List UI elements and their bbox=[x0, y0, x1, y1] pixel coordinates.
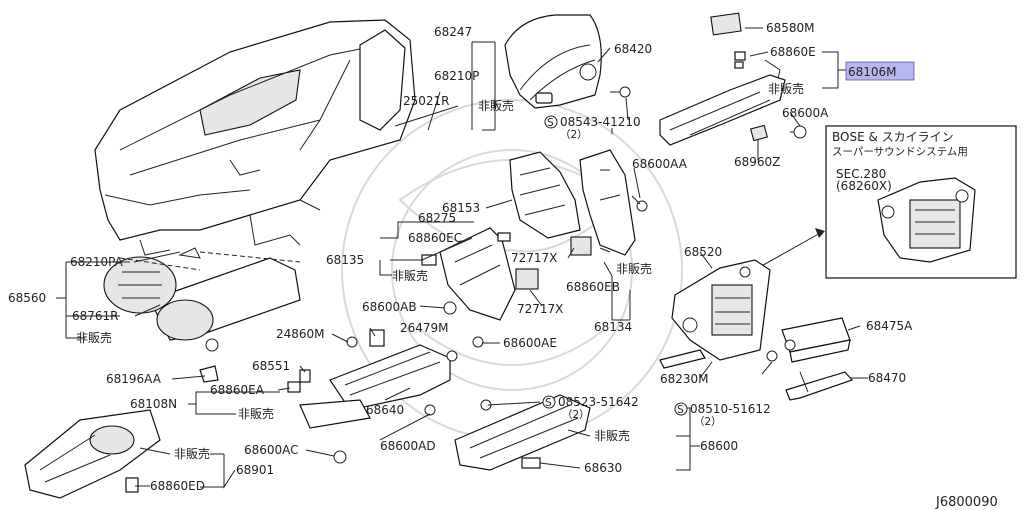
label-68551: 68551 bbox=[252, 359, 290, 373]
label-68600AB: 68600AB bbox=[362, 300, 417, 314]
label-68106M[interactable]: 68106M bbox=[848, 65, 897, 79]
center-cluster-illustration bbox=[421, 149, 648, 321]
s-glyph: S bbox=[547, 117, 554, 129]
label-68134: 68134 bbox=[594, 320, 632, 334]
label-68230M: 68230M bbox=[660, 372, 709, 386]
air-duct-68560-illustration bbox=[103, 247, 301, 383]
pocket-68475A-illustration bbox=[781, 317, 854, 401]
label-72717X-a: 72717X bbox=[511, 251, 557, 265]
label-68475A: 68475A bbox=[866, 319, 913, 333]
label-68600A: 68600A bbox=[782, 106, 829, 120]
label-68630: 68630 bbox=[584, 461, 622, 475]
label-68860EA: 68860EA bbox=[210, 383, 265, 397]
label-68960Z: 68960Z bbox=[734, 155, 780, 169]
label-68260X: (68260X) bbox=[836, 179, 892, 193]
label-nfs-68134: 非販売 bbox=[616, 261, 652, 276]
label-nfs-68860E: 非販売 bbox=[768, 81, 804, 96]
label-68135: 68135 bbox=[326, 253, 364, 267]
meter-hood-illustration bbox=[504, 14, 631, 109]
label-68210PA: 68210PA bbox=[70, 255, 124, 269]
label-24860M: 24860M bbox=[276, 327, 325, 341]
label-bose-line2: スーパーサウンドシステム用 bbox=[832, 146, 968, 158]
label-nfs-68135: 非販売 bbox=[392, 268, 428, 283]
label-68520: 68520 bbox=[684, 245, 722, 259]
label-68860E: 68860E bbox=[770, 45, 816, 59]
label-25021R: 25021R bbox=[403, 94, 450, 108]
label-68108N: 68108N bbox=[130, 397, 177, 411]
label-68420: 68420 bbox=[614, 42, 652, 56]
label-nfs-center: 非販売 bbox=[478, 98, 514, 113]
screw-symbol-s bbox=[544, 115, 558, 129]
label-nfs-68560: 非販売 bbox=[76, 330, 112, 345]
highlight-68106M bbox=[845, 61, 915, 81]
label-68600: 68600 bbox=[700, 439, 738, 453]
label-68600AD: 68600AD bbox=[380, 439, 436, 453]
label-68580M: 68580M bbox=[766, 21, 815, 35]
lower-console-68901-illustration bbox=[24, 409, 161, 499]
screw-symbol-s-3 bbox=[674, 402, 688, 416]
s-glyph-2: S bbox=[545, 397, 552, 409]
label-68600AC: 68600AC bbox=[244, 443, 299, 457]
label-26479M: 26479M bbox=[400, 321, 449, 335]
label-68640: 68640 bbox=[366, 403, 404, 417]
label-qty-2-a: （2） bbox=[560, 129, 588, 141]
label-qty-2-b: （2） bbox=[562, 409, 590, 421]
label-bose-line1: BOSE & スカイライン bbox=[832, 130, 954, 144]
center-panel-68520-illustration bbox=[659, 259, 778, 369]
label-68860EB: 68860EB bbox=[566, 280, 620, 294]
label-68275: 68275 bbox=[418, 211, 456, 225]
screw-symbol-s-2 bbox=[542, 395, 556, 409]
label-08523: 08523-51642 bbox=[558, 395, 639, 409]
label-nfs-68901: 非販売 bbox=[174, 446, 210, 461]
label-68196AA: 68196AA bbox=[106, 372, 162, 386]
label-68600AE: 68600AE bbox=[503, 336, 557, 350]
label-72717X-b: 72717X bbox=[517, 302, 563, 316]
label-68860EC: 68860EC bbox=[408, 231, 462, 245]
diagram-code: J6800090 bbox=[935, 495, 998, 510]
label-08510: 08510-51612 bbox=[690, 402, 771, 416]
label-68860ED: 68860ED bbox=[150, 479, 205, 493]
bose-inset-box bbox=[757, 125, 1017, 279]
label-08543: 08543-41210 bbox=[560, 115, 641, 129]
finisher-68106M-illustration bbox=[659, 12, 807, 146]
glove-box-illustration bbox=[287, 329, 591, 471]
label-68153: 68153 bbox=[442, 201, 480, 215]
label-68761R: 68761R bbox=[72, 309, 119, 323]
label-68901: 68901 bbox=[236, 463, 274, 477]
label-nfs-68600: 非販売 bbox=[594, 428, 630, 443]
part-labels: 68247 68210P 25021R 68420 非販売 08543-4121… bbox=[8, 21, 998, 510]
label-68470: 68470 bbox=[868, 371, 906, 385]
label-68600AA: 68600AA bbox=[632, 157, 688, 171]
label-68560: 68560 bbox=[8, 291, 46, 305]
label-sec280: SEC.280 bbox=[836, 167, 886, 181]
instrument-panel-illustration bbox=[94, 19, 416, 256]
label-68210P: 68210P bbox=[434, 69, 479, 83]
leader-lines bbox=[56, 27, 868, 489]
label-nfs-68108N: 非販売 bbox=[238, 406, 274, 421]
label-qty-2-c: （2） bbox=[694, 416, 722, 428]
s-glyph-3: S bbox=[677, 404, 684, 416]
label-68247: 68247 bbox=[434, 25, 472, 39]
